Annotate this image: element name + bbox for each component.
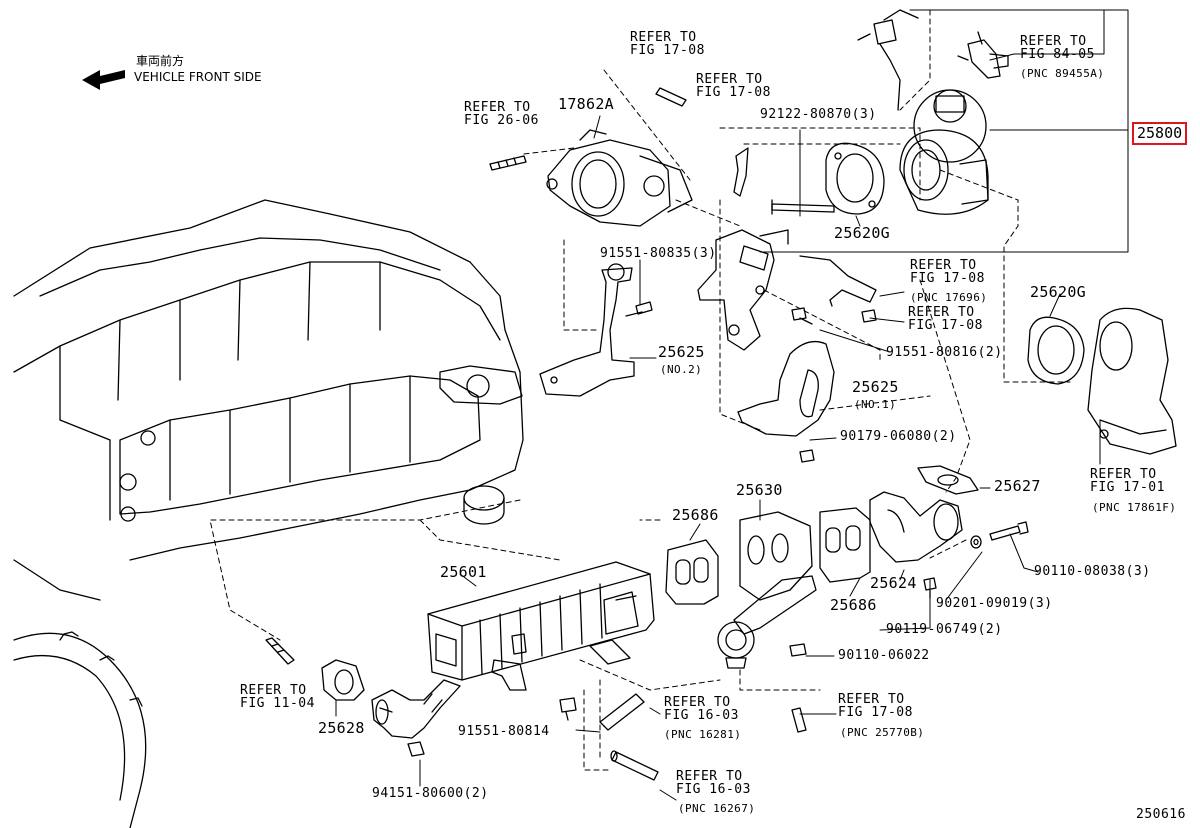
part-label-25686-left[interactable]: 25686: [672, 506, 719, 524]
washer-90201-illustration[interactable]: [970, 535, 982, 549]
flywheel-illustration: [13, 631, 147, 828]
refer-label-17-01[interactable]: REFER TO FIG 17-01: [1090, 467, 1165, 495]
part-label-17862a[interactable]: 17862A: [558, 95, 614, 113]
hose-16267-illustration[interactable]: [610, 750, 659, 781]
sub-label-no2: (NO.2): [660, 363, 703, 376]
leader-lines: [209, 9, 1071, 771]
insulator-25625-no1-illustration[interactable]: [737, 340, 835, 437]
pnc-label-17696: (PNC 17696): [910, 291, 988, 304]
figure-number: 250616: [1136, 807, 1186, 822]
part-label-25627[interactable]: 25627: [994, 477, 1041, 495]
gasket-25620g-top-illustration[interactable]: [825, 142, 885, 215]
bracket-25625-no2-illustration[interactable]: [539, 263, 635, 397]
pnc-label-17861f: (PNC 17861F): [1092, 501, 1177, 514]
bolt-91551-80835-illustration[interactable]: [625, 301, 653, 317]
refer-label-11-04[interactable]: REFER TO FIG 11-04: [240, 683, 315, 711]
pressure-sensor-89455a-illustration[interactable]: [957, 31, 1009, 79]
stud-11-04-illustration[interactable]: [265, 637, 295, 665]
gasket-25686-left-illustration[interactable]: [665, 539, 719, 605]
front-label-japanese: 車両前方: [136, 54, 185, 68]
refer-label-17-08-pnc25770b[interactable]: REFER TO FIG 17-08: [838, 692, 913, 720]
refer-label-16-03-pnc16267[interactable]: REFER TO FIG 16-03: [676, 769, 751, 797]
part-label-90179[interactable]: 90179-06080(2): [840, 429, 957, 444]
refer-label-17-08-pnc17696[interactable]: REFER TO FIG 17-08: [910, 258, 985, 286]
egr-pipe-cooler-outlet-illustration[interactable]: [371, 679, 461, 739]
egr-cooler-25601-illustration[interactable]: [427, 561, 655, 691]
nut-90179-illustration[interactable]: [799, 449, 815, 463]
part-label-25620g-top[interactable]: 25620G: [834, 224, 890, 242]
stud-bolt-illustration[interactable]: [489, 155, 527, 171]
part-label-91551-80814[interactable]: 91551-80814: [458, 724, 550, 739]
egr-valve-25800-illustration[interactable]: [899, 89, 989, 215]
gasket-25686-right-illustration[interactable]: [819, 507, 871, 583]
front-label-english: VEHICLE FRONT SIDE: [134, 70, 262, 84]
part-label-90119[interactable]: 90119-06749(2): [886, 622, 1003, 637]
hose-16281-illustration[interactable]: [599, 693, 645, 731]
part-label-25686-right[interactable]: 25686: [830, 596, 877, 614]
refer-label-84-05[interactable]: REFER TO FIG 84-05: [1020, 34, 1095, 62]
part-label-91551-80816[interactable]: 91551-80816(2): [886, 345, 1003, 360]
bolt-90110-08038-illustration[interactable]: [989, 521, 1029, 541]
refer-label-16-03-pnc16281[interactable]: REFER TO FIG 16-03: [664, 695, 739, 723]
bolt-91551-80814-illustration[interactable]: [559, 697, 577, 721]
throttle-body-17862a-illustration[interactable]: [546, 129, 693, 227]
hose-25770b-illustration[interactable]: [791, 707, 807, 733]
part-label-25625-no2[interactable]: 25625: [658, 343, 705, 361]
sub-label-no1: (NO.1): [854, 398, 897, 411]
pnc-label-25770b: (PNC 25770B): [840, 726, 925, 739]
part-label-94151[interactable]: 94151-80600(2): [372, 786, 489, 801]
refer-label-17-08-hose[interactable]: REFER TO FIG 17-08: [696, 72, 771, 100]
gasket-25627-illustration[interactable]: [917, 465, 979, 495]
part-label-25620g-right[interactable]: 25620G: [1030, 283, 1086, 301]
engine-block-illustration: [13, 199, 524, 601]
pnc-label-89455a: (PNC 89455A): [1020, 67, 1105, 80]
hose-17-08-illustration[interactable]: [655, 87, 749, 197]
part-label-25628[interactable]: 25628: [318, 719, 365, 737]
refer-label-17-08-bolt[interactable]: REFER TO FIG 17-08: [908, 305, 983, 333]
refer-label-26-06[interactable]: REFER TO FIG 26-06: [464, 100, 539, 128]
part-label-25624[interactable]: 25624: [870, 574, 917, 592]
label-leaders: [335, 9, 1129, 801]
pnc-label-16267: (PNC 16267): [678, 802, 756, 815]
bolt-90110-06022-illustration[interactable]: [789, 643, 807, 657]
bolt-92122-illustration[interactable]: [771, 199, 835, 215]
part-label-25601[interactable]: 25601: [440, 563, 487, 581]
egr-bracket-illustration[interactable]: [697, 229, 877, 351]
part-label-25630[interactable]: 25630: [736, 481, 783, 499]
part-label-91551-80835[interactable]: 91551-80835(3): [600, 246, 717, 261]
gasket-25620g-right-illustration[interactable]: [1027, 316, 1085, 385]
part-label-25800-highlighted[interactable]: 25800: [1132, 122, 1188, 145]
egr-bypass-valve-25630-illustration[interactable]: [717, 511, 817, 669]
part-label-90110-08038[interactable]: 90110-08038(3): [1034, 564, 1151, 579]
bolt-91551-80816-illustration[interactable]: [791, 307, 877, 325]
part-label-90201[interactable]: 90201-09019(3): [936, 596, 1053, 611]
part-label-92122[interactable]: 92122-80870(3): [760, 107, 877, 122]
pnc-label-16281: (PNC 16281): [664, 728, 742, 741]
vehicle-front-arrow-icon: [82, 70, 125, 90]
nut-94151-illustration[interactable]: [407, 741, 425, 757]
part-label-25625-no1[interactable]: 25625: [852, 378, 899, 396]
egr-elbow-25624-illustration[interactable]: [869, 491, 963, 563]
part-label-90110-06022[interactable]: 90110-06022: [838, 648, 930, 663]
refer-label-17-08-top[interactable]: REFER TO FIG 17-08: [630, 30, 705, 58]
vacuum-switching-valve-illustration[interactable]: [857, 9, 919, 111]
gasket-25628-illustration[interactable]: [321, 659, 365, 701]
egr-pipe-connector-illustration[interactable]: [1087, 307, 1177, 455]
bolt-90119-illustration[interactable]: [923, 577, 937, 599]
